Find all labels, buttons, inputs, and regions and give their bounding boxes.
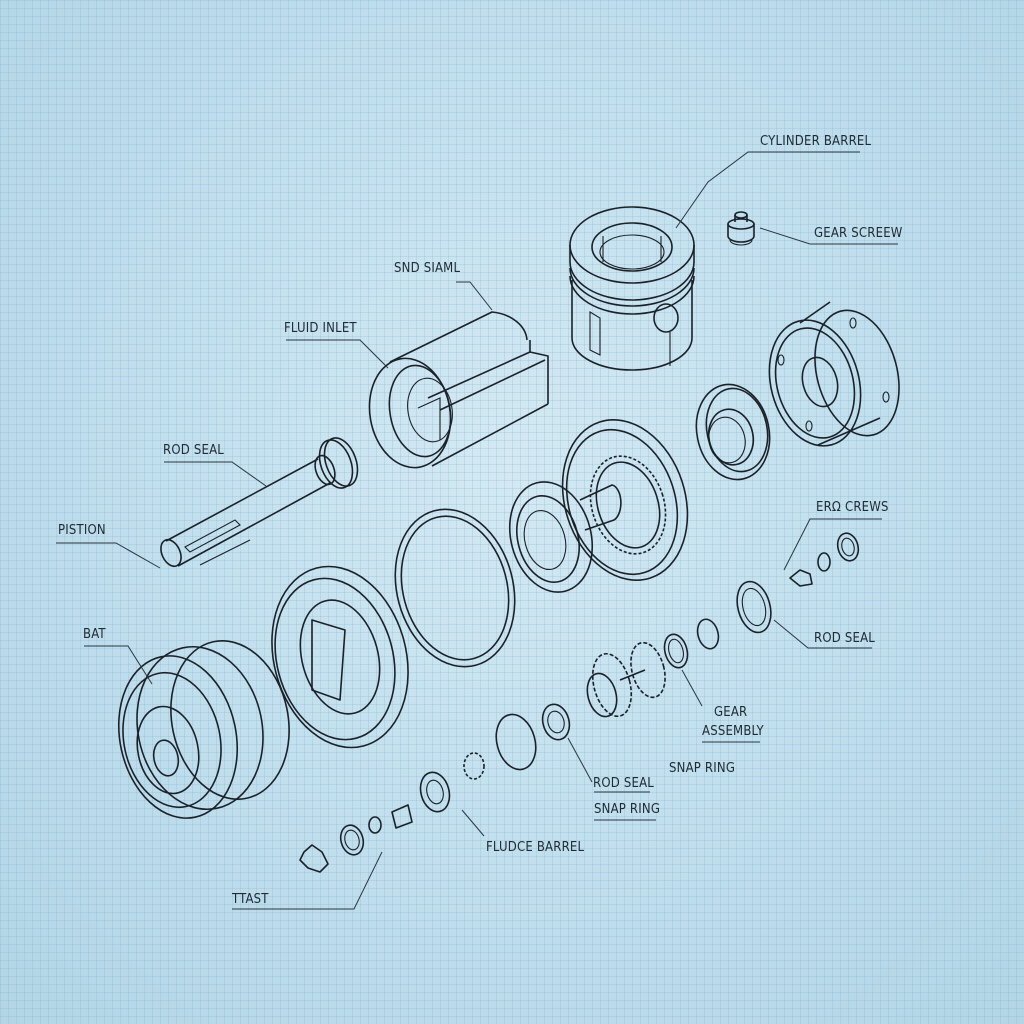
cylinder-barrel-part [569, 206, 695, 371]
seal-ring-large-part [394, 508, 516, 668]
label-rod-seal-top: ROD SEAL [163, 443, 224, 458]
sleeve-part [368, 311, 549, 469]
label-gear-assembly-line2: ASSEMBLY [702, 724, 764, 739]
label-fludce-barrel: FLUDCE BARREL [486, 840, 585, 855]
small-seals-part [299, 532, 860, 873]
label-snap-ring-right: SNAP RING [669, 761, 736, 776]
label-gear-screw: GEAR SCREEW [814, 226, 903, 241]
label-ero-crews: ERΩ CREWS [816, 500, 889, 515]
label-snap-ring-bottom: SNAP RING [594, 802, 661, 817]
bat-housing-part [117, 640, 290, 819]
bearing-flange-part [695, 383, 771, 481]
end-flange-part [768, 301, 900, 447]
gear-hub-part [508, 419, 689, 593]
label-snd-siaml: SND SIAML [394, 261, 461, 276]
label-rod-seal-bottom: ROD SEAL [593, 776, 654, 791]
piston-rod-part [160, 437, 359, 568]
label-gear-assembly-line1: GEAR [714, 705, 748, 720]
gear-assembly-part [586, 580, 772, 718]
label-cylinder-barrel: CYLINDER BARREL [760, 134, 872, 149]
gear-screw-part [727, 211, 755, 246]
leader-lines [56, 151, 898, 910]
label-pistion: PISTION [58, 523, 106, 538]
label-fluid-inlet: FLUID INLET [284, 321, 357, 336]
label-rod-seal-right: ROD SEAL [814, 631, 875, 646]
label-ttast: TTAST [232, 892, 269, 907]
label-bat: BAT [83, 627, 106, 642]
retainer-ring-part [271, 565, 409, 749]
